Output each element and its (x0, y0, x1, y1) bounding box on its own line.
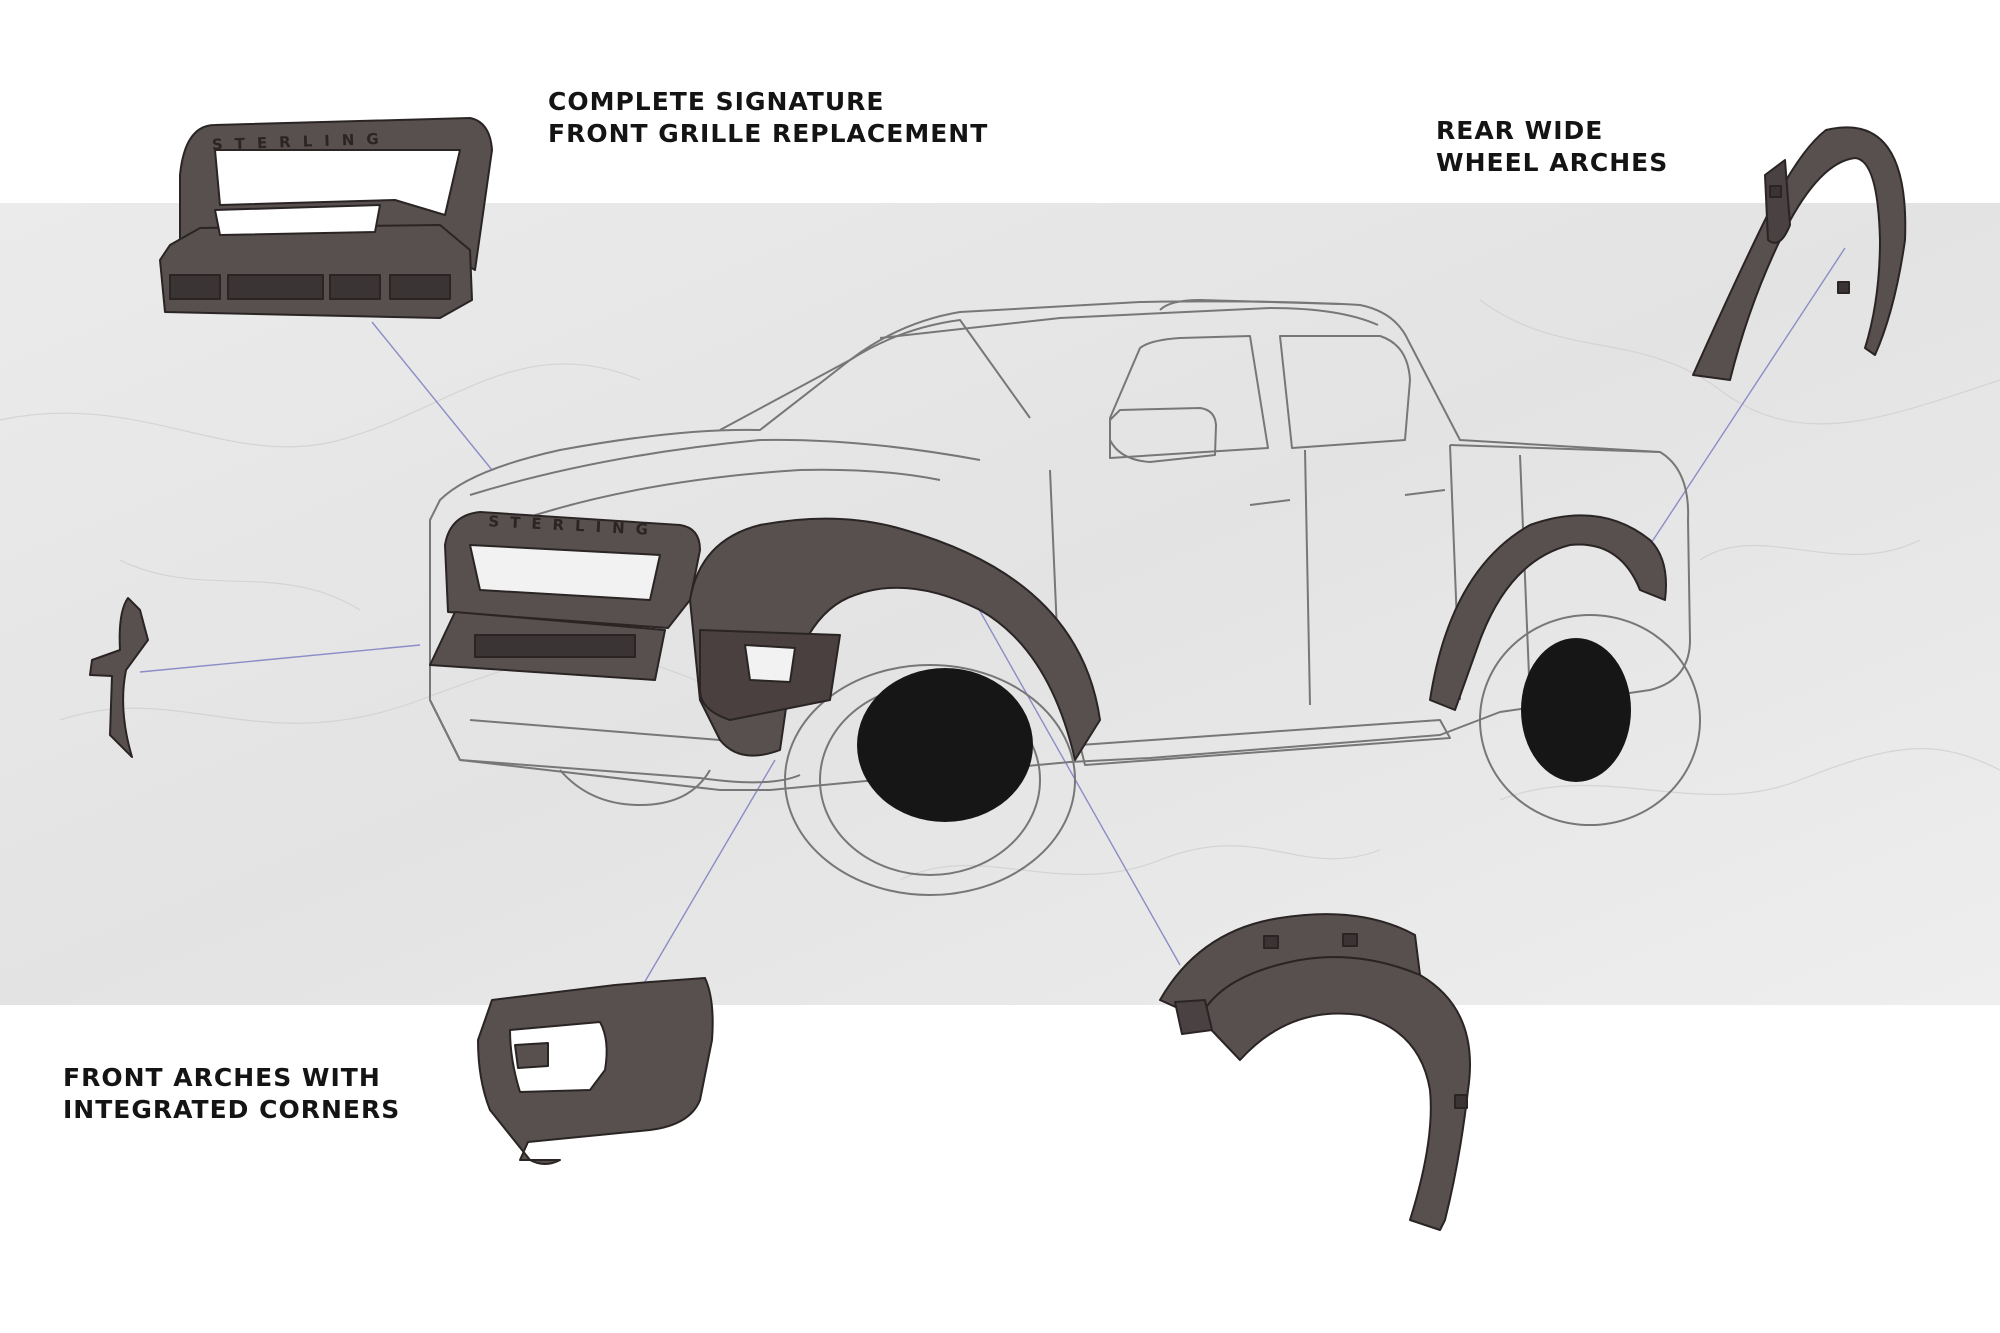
grille-callout-label: COMPLETE SIGNATURE FRONT GRILLE REPLACEM… (548, 86, 988, 150)
grille-callout-line2: FRONT GRILLE REPLACEMENT (548, 119, 989, 148)
fitted-rear-arch (1429, 514, 1667, 711)
rear-tire (1521, 638, 1631, 782)
front-arches-callout-line1: FRONT ARCHES WITH (63, 1063, 381, 1092)
rear-arches-callout-line2: WHEEL ARCHES (1436, 148, 1669, 177)
rear-arches-callout-label: REAR WIDE WHEEL ARCHES (1436, 115, 1668, 179)
tire-shadows (857, 638, 1631, 822)
front-arches-callout-label: FRONT ARCHES WITH INTEGRATED CORNERS (63, 1062, 400, 1126)
grille-replacement-part (159, 117, 493, 319)
front-wheel-arch-part (1159, 913, 1471, 1231)
front-tire (857, 668, 1033, 822)
grille-callout-line1: COMPLETE SIGNATURE (548, 87, 885, 116)
truck-outline-drawing (429, 299, 1701, 896)
fitted-parts (429, 511, 1667, 761)
front-arches-callout-line2: INTEGRATED CORNERS (63, 1095, 401, 1124)
rear-wheel-arch-part (1692, 126, 1907, 381)
rear-arches-callout-line1: REAR WIDE (1436, 116, 1604, 145)
front-arch-corner-part (477, 977, 714, 1165)
front-arch-side-piece (89, 597, 149, 758)
